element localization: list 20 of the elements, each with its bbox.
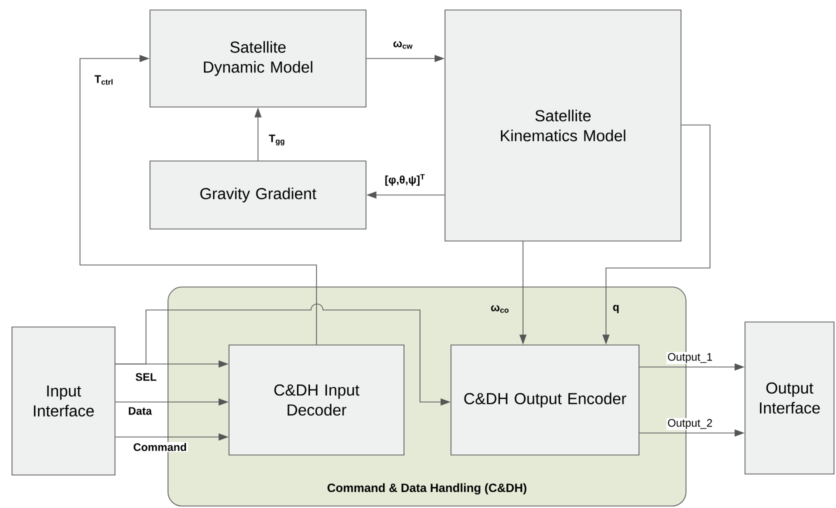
edge-label: SEL xyxy=(134,372,158,382)
edge-label: Output_1 xyxy=(666,352,714,364)
edge-label: T$_{ctrl}$ xyxy=(93,74,115,86)
edge-label: Data xyxy=(127,406,153,416)
edge-label: Output_2 xyxy=(666,418,714,430)
edge-label: [φ,θ,ψ]$^{T}$ xyxy=(384,173,426,187)
edge-label: q xyxy=(612,304,620,314)
process-box: Satellite Kinematics Model xyxy=(444,10,682,242)
process-box: C&DH Input Decoder xyxy=(228,344,404,456)
process-box: C&DH Output Encoder xyxy=(450,344,640,456)
edge-label: Command xyxy=(132,442,188,452)
process-box: Satellite Dynamic Model xyxy=(150,10,366,108)
group-title: Command & Data Handling (C&DH) xyxy=(328,483,526,494)
process-box: Output Interface xyxy=(744,322,834,474)
process-box: Input Interface xyxy=(12,326,116,476)
edge-label: ω$_{cw}$ xyxy=(392,40,414,50)
process-box: Gravity Gradient xyxy=(150,160,366,230)
edge-label: T$_{gg}$ xyxy=(268,134,286,146)
edge-label: ω$_{co}$ xyxy=(490,304,510,314)
arrow xyxy=(80,54,317,345)
